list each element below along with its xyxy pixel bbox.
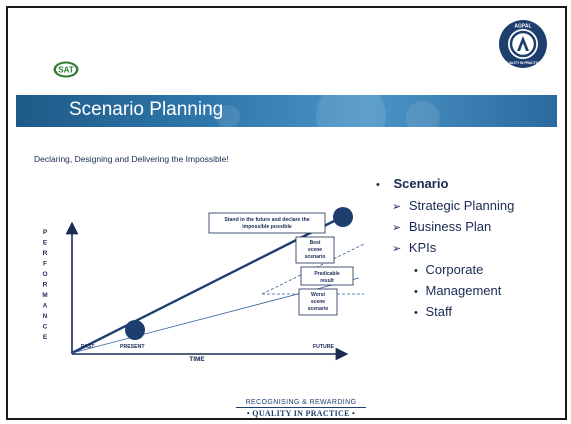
sat-logo: SAT [53,61,79,78]
y-axis-label-letter: O [42,271,47,278]
bullet-item: ➢ Strategic Planning [392,198,514,213]
bullet-subitem-label: Staff [425,304,452,319]
predicable-box-line2: result [320,278,334,284]
dot-bullet-icon: • [414,265,418,277]
best-box-line2: scene [308,247,322,253]
y-axis-label-letter: A [43,303,48,310]
agpal-seal-text-top: AGPAL [514,24,531,30]
predicable-box-line1: Predicable [314,271,340,277]
dot-bullet-icon: • [414,307,418,319]
bullet-item: ➢ KPIs [392,240,436,255]
bullet-title: Scenario [393,176,449,191]
dot-bullet-icon: • [376,179,380,191]
slide: SAT AGPAL QUALITY IN PRACTICE Scenario P… [6,6,567,420]
worst-box-line2: scene [311,299,325,305]
worst-box [298,288,338,316]
best-box-line3: scenario [305,254,326,260]
tick-past: PAST [81,344,95,350]
future-circle [333,207,353,227]
present-circle [125,320,145,340]
bullet-subitem-label: Management [425,283,502,298]
bullet-subitem: • Staff [414,304,452,319]
future-box-line1: Stand in the future and declare the [224,217,309,223]
tick-present: PRESENT [120,344,145,350]
arrow-bullet-icon: ➢ [392,222,402,234]
bullet-subitem: • Corporate [414,262,483,277]
bullet-subitem-label: Corporate [425,262,484,277]
worst-box-line3: scenario [308,306,329,312]
title-band: Scenario Planning [16,81,557,151]
best-box [295,236,335,264]
dot-bullet-icon: • [414,286,418,298]
sat-logo-text: SAT [58,66,74,75]
agpal-seal-text-bottom: QUALITY IN PRACTICE [505,61,542,65]
bullet-item-label: KPIs [408,240,437,255]
x-axis-label: TIME [189,356,205,363]
y-axis-label-letter: E [43,334,48,341]
y-axis-label-letter: P [43,229,48,236]
y-axis-label-letter: R [43,250,48,257]
worst-box-line1: Worst [311,292,325,298]
slide-subtitle: Declaring, Designing and Delivering the … [34,154,229,164]
y-axis-label-letter: M [42,292,47,299]
footer-line1: RECOGNISING & REWARDING [236,399,366,408]
y-axis-label-letter: N [43,313,48,320]
slide-title: Scenario Planning [69,99,224,120]
future-box [208,212,326,234]
bullet-item-label: Strategic Planning [408,198,515,213]
footer-line2: • QUALITY IN PRACTICE • [246,409,356,418]
agpal-seal-logo: AGPAL QUALITY IN PRACTICE [499,20,547,68]
y-axis-label-letter: C [43,324,48,331]
y-axis-label-letter: E [43,240,48,247]
arrow-bullet-icon: ➢ [392,243,402,255]
arrow-bullet-icon: ➢ [392,201,402,213]
y-axis-label-letter: F [43,261,47,268]
bullet-subitem: • Management [414,283,501,298]
bullet-item-label: Business Plan [408,219,492,234]
bullet-title-item: • Scenario [376,176,448,191]
future-box-line2: impossible possible [242,224,292,230]
best-box-line1: Best [310,240,321,246]
footer-tagline: RECOGNISING & REWARDING • QUALITY IN PRA… [236,399,366,418]
y-axis-label-letter: R [43,282,48,289]
predicable-box [300,266,354,286]
bullet-item: ➢ Business Plan [392,219,491,234]
tick-future: FUTURE [313,344,335,350]
